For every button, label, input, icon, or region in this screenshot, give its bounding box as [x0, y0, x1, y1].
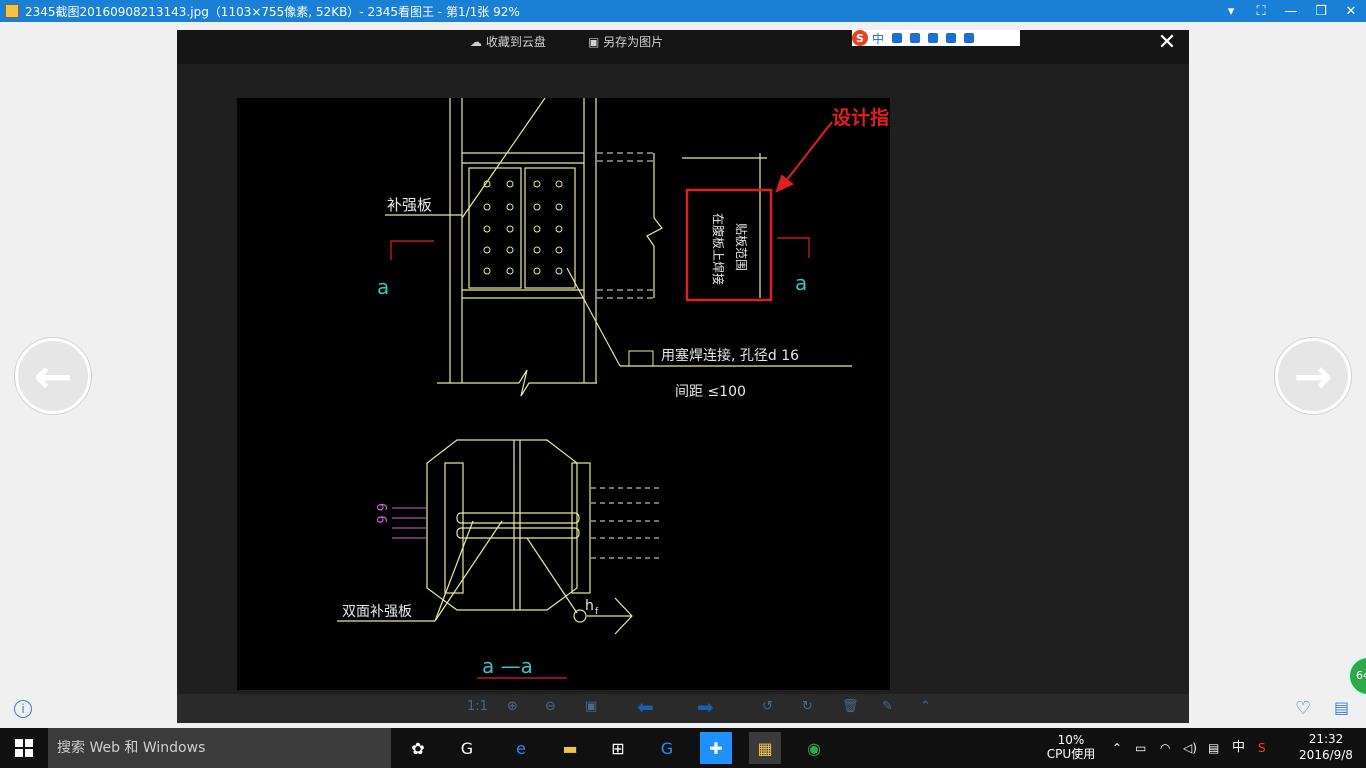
notification-icon[interactable]: ▤	[1208, 741, 1220, 755]
expand-up-icon[interactable]: ⌃	[920, 699, 931, 714]
next-image-button[interactable]: →	[1275, 338, 1351, 414]
cpu-label: CPU使用	[1046, 747, 1096, 761]
folder-icon[interactable]: ▤	[1334, 698, 1350, 717]
battery-icon[interactable]: ▭	[1135, 741, 1147, 755]
annotation-text: 设计指定的位置	[832, 106, 890, 129]
double-reinforce-label: 双面补强板	[342, 604, 412, 620]
edit-icon[interactable]: ✎	[882, 699, 893, 714]
section-aa-label: a —a	[482, 654, 533, 678]
image-viewer: ☁ 收藏到云盘 ▣ 另存为图片 S 中 ✕	[177, 30, 1189, 723]
app-icon	[5, 4, 19, 18]
show-hidden-icons[interactable]: ⌃	[1112, 741, 1123, 755]
restore-button[interactable]: ❐	[1315, 3, 1327, 19]
rotate-left-icon[interactable]: ↺	[762, 699, 773, 714]
wifi-icon[interactable]: ◠	[1160, 741, 1171, 755]
actual-size-button[interactable]: 1:1	[467, 699, 488, 714]
weld-range-label-1: 在腹板上焊接	[711, 213, 726, 285]
cpu-meter[interactable]: 10% CPU使用	[1046, 728, 1096, 768]
dropdown-icon[interactable]: ▾	[1227, 3, 1235, 19]
previous-image-button[interactable]: ←	[15, 338, 91, 414]
next-arrow-icon[interactable]: ➡	[697, 695, 714, 719]
save-as-label: 另存为图片	[603, 35, 664, 49]
window-title: 2345截图20160908213143.jpg（1103×755像素, 52K…	[25, 4, 520, 19]
edge-browser-icon[interactable]: e	[516, 738, 526, 758]
label-reinforce: 补强板	[387, 196, 432, 214]
search-box[interactable]: 搜索 Web 和 Windows	[48, 728, 391, 768]
arrow-left-icon: ←	[33, 349, 73, 403]
file-explorer-icon[interactable]: ▬	[562, 738, 578, 758]
cad-drawing: 补强板 a a 设计指定的位置 在腹板上焊接 贴板范围 用塞焊连接, 孔径d 1…	[337, 97, 965, 679]
plug-weld-label: 用塞焊连接, 孔径d 16	[661, 347, 799, 364]
ime-indicator[interactable]: 中	[1232, 740, 1246, 755]
arrow-right-icon: →	[1293, 349, 1333, 403]
label-section-right: a	[795, 271, 807, 295]
clock-time: 21:32	[1308, 732, 1344, 746]
prev-arrow-icon[interactable]: ⬅	[637, 695, 654, 719]
zoom-in-icon[interactable]: ⊕	[507, 699, 518, 714]
viewer-toolbar: ☁ 收藏到云盘 ▣ 另存为图片 S 中 ✕	[177, 30, 1189, 64]
save-to-cloud-label: 收藏到云盘	[485, 35, 546, 49]
cad-image: 补强板 a a 设计指定的位置 在腹板上焊接 贴板范围 用塞焊连接, 孔径d 1…	[237, 97, 965, 690]
app-plus-icon[interactable]: ✚	[700, 732, 732, 764]
store-icon[interactable]: ⊞	[611, 738, 625, 758]
fullscreen-icon[interactable]: ⛶	[1256, 3, 1266, 19]
sogou-tray-icon[interactable]: S	[1258, 741, 1266, 755]
keyboard-icon	[928, 33, 939, 43]
spacing-label: 间距 ≤100	[675, 384, 746, 400]
delete-icon[interactable]: 🗑	[842, 699, 859, 714]
minimize-button[interactable]: —	[1284, 3, 1298, 19]
hf-sub-label: f	[595, 607, 599, 617]
clock[interactable]: 21:32 2016/9/8	[1296, 728, 1356, 768]
close-button[interactable]: ✕	[1345, 3, 1357, 19]
badge-64[interactable]: 64	[1348, 656, 1366, 696]
app-g-icon[interactable]: G	[660, 738, 674, 758]
punct-icon	[910, 33, 921, 43]
volume-icon[interactable]: ◁)	[1183, 741, 1197, 755]
info-icon[interactable]: i	[14, 700, 32, 718]
task-view-icon[interactable]: ✿	[411, 738, 425, 758]
moon-icon	[892, 33, 903, 43]
clock-date: 2016/9/8	[1299, 748, 1353, 762]
label-section-left: a	[377, 275, 389, 299]
app-swirl-icon[interactable]: G	[460, 738, 474, 758]
tool-icon	[964, 33, 975, 43]
disk-icon: ▣	[588, 35, 600, 49]
skin-icon	[946, 33, 957, 43]
rotate-right-icon[interactable]: ↻	[802, 699, 813, 714]
fit-window-icon[interactable]: ▣	[585, 699, 598, 714]
start-button[interactable]	[0, 728, 48, 768]
weld-range-label-2: 贴板范围	[734, 223, 748, 271]
title-bar: 2345截图20160908213143.jpg（1103×755像素, 52K…	[0, 0, 1366, 22]
ime-toolbar[interactable]: S 中	[852, 30, 1020, 46]
zoom-out-icon[interactable]: ⊖	[545, 699, 556, 714]
sogou-icon: S	[852, 30, 868, 46]
ime-lang: 中	[872, 31, 885, 46]
save-to-cloud-button[interactable]: ☁ 收藏到云盘	[470, 30, 546, 54]
app-green-icon[interactable]: ◉	[807, 738, 821, 758]
hf-label: h	[585, 598, 594, 614]
cpu-percent: 10%	[1057, 733, 1085, 747]
image-viewer-task-icon[interactable]: ▦	[749, 732, 781, 764]
taskbar: 搜索 Web 和 Windows ✿ G e ▬ ⊞ G ✚ ▦ ◉ 10% C…	[0, 728, 1366, 768]
dim-66-label: 6 6	[373, 503, 388, 524]
bottom-toolbar: 1:1 ⊕ ⊖ ▣ ⬅ ➡ ↺ ↻ 🗑 ✎ ⌃	[177, 694, 1189, 723]
cloud-icon: ☁	[470, 35, 482, 49]
save-as-image-button[interactable]: ▣ 另存为图片	[588, 30, 663, 54]
viewer-close-button[interactable]: ✕	[1157, 30, 1177, 55]
favorite-icon[interactable]: ♡	[1295, 698, 1312, 719]
windows-logo-icon	[15, 739, 33, 757]
